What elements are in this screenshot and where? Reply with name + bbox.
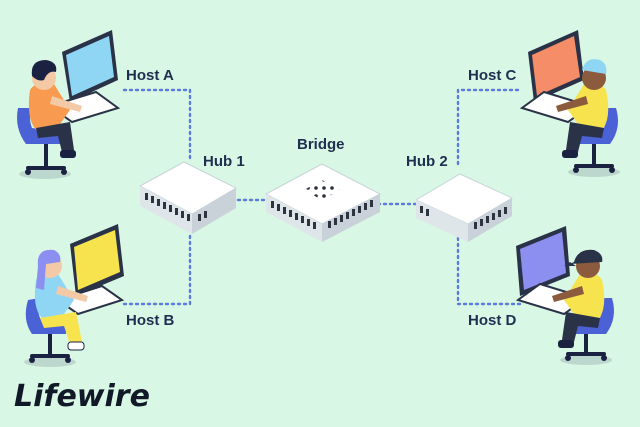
host-a-screen xyxy=(66,36,114,96)
hub-2-label: Hub 2 xyxy=(406,153,448,170)
host-d-label: Host D xyxy=(468,312,517,329)
bridge-vent-grid xyxy=(304,180,340,200)
lifewire-logo: Lifewire xyxy=(14,379,150,414)
host-c-workstation xyxy=(519,30,620,177)
hub-2-ports xyxy=(420,206,507,229)
hub-1-label: Hub 1 xyxy=(203,153,245,170)
host-b-workstation xyxy=(24,224,125,367)
connections xyxy=(122,88,522,306)
host-b-screen xyxy=(74,230,120,290)
bridge-label: Bridge xyxy=(297,136,345,153)
host-b-label: Host B xyxy=(126,312,175,329)
host-c-label: Host C xyxy=(468,67,517,84)
bridge-device xyxy=(264,163,382,242)
host-a-workstation xyxy=(17,30,121,179)
link-hub-2-host-d xyxy=(456,236,522,306)
link-host-a-hub-1 xyxy=(122,88,192,162)
host-c-screen xyxy=(532,36,580,96)
link-host-b-hub-1 xyxy=(122,234,192,306)
host-d-workstation xyxy=(515,226,614,365)
host-d-screen xyxy=(520,232,566,290)
bridge-ports xyxy=(271,200,373,229)
hub-2-device xyxy=(414,173,514,242)
link-hub-2-host-c xyxy=(456,88,522,166)
host-a-label: Host A xyxy=(126,67,174,84)
hub-1-device xyxy=(138,161,238,234)
hub-1-ports xyxy=(145,193,207,221)
